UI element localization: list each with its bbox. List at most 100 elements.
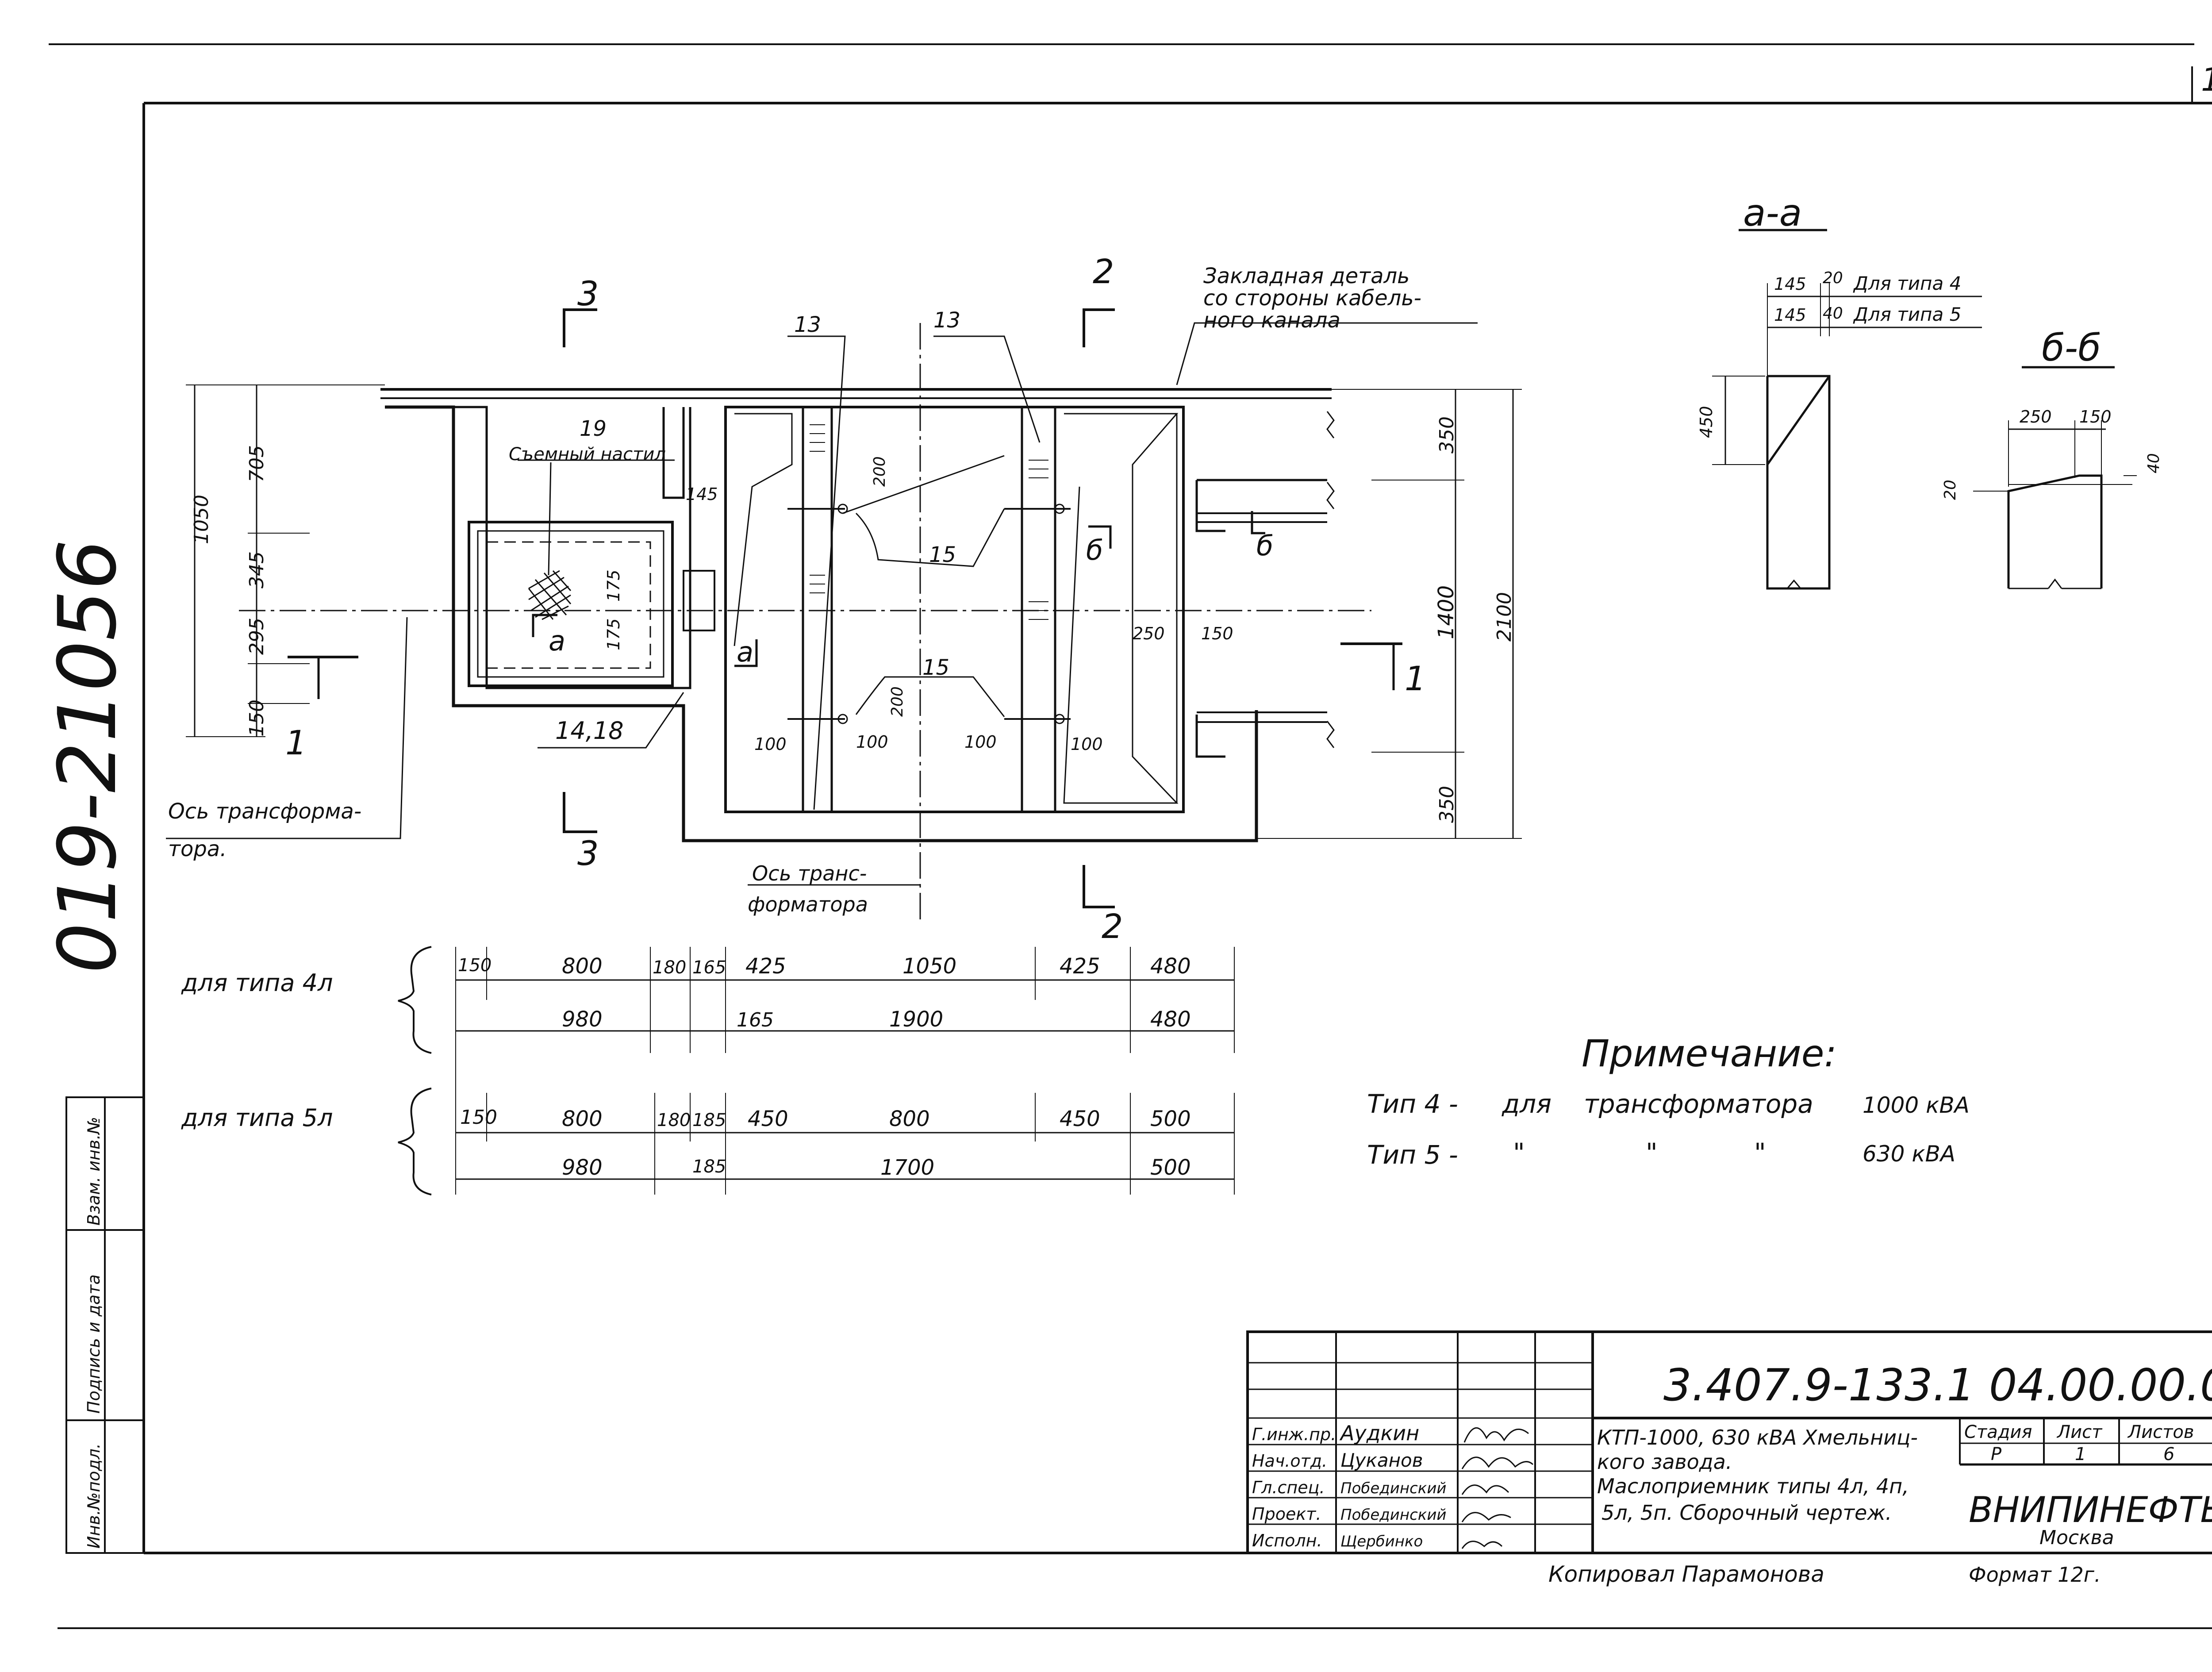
note-row1-type: Тип 4 - xyxy=(1367,1089,1458,1119)
note-row2-power: 630 кВА xyxy=(1863,1141,1955,1167)
role-1: Нач.отд. xyxy=(1252,1451,1327,1471)
copied-by: Копировал Парамонова xyxy=(1548,1561,1824,1587)
callout-axis-center-2: форматора xyxy=(748,892,868,916)
name-3: Побединский xyxy=(1340,1506,1447,1524)
dim-t4-r1-5: 1050 xyxy=(902,954,956,979)
role-3: Проект. xyxy=(1252,1504,1321,1524)
dim-t4-r1-3: 165 xyxy=(692,957,726,978)
role-2: Гл.спец. xyxy=(1252,1478,1325,1497)
section-bb-150: 150 xyxy=(2079,407,2112,427)
page-number: 16 xyxy=(2201,61,2212,98)
org-city: Москва xyxy=(2039,1526,2114,1549)
callout-axis-center-1: Ось транс- xyxy=(752,861,867,885)
dim-t5-r1-6: 450 xyxy=(1060,1107,1100,1131)
callout-axis-left-2: тора. xyxy=(168,837,227,861)
dim-left-345: 345 xyxy=(246,551,268,588)
mark-s2-bottom: 2 xyxy=(1102,907,1123,946)
dim-inner-100c: 100 xyxy=(964,732,997,752)
callout-axis-left-1: Ось трансформа- xyxy=(168,799,361,824)
stage-label: Стадия xyxy=(1964,1422,2032,1442)
dim-inner-175b: 175 xyxy=(604,618,623,650)
dim-left-150: 150 xyxy=(246,700,268,737)
dim-inner-100a: 100 xyxy=(754,734,787,754)
dim-t5-r1-5: 800 xyxy=(889,1107,930,1131)
dim-t5-r1-1: 800 xyxy=(562,1107,603,1131)
sheet-value: 1 xyxy=(2075,1444,2086,1464)
format-label: Формат 12г. xyxy=(1969,1563,2101,1587)
dim-t4-r2-3: 480 xyxy=(1150,1007,1191,1032)
role-0: Г.инж.пр. xyxy=(1252,1425,1336,1444)
sheets-label: Листов xyxy=(2127,1422,2194,1442)
section-aa-geometry xyxy=(1712,229,1982,590)
note-row2-type: Тип 5 - xyxy=(1367,1140,1458,1170)
mark-a-left: а xyxy=(549,625,565,657)
dim-inner-150: 150 xyxy=(1201,624,1233,643)
dim-inner-200a: 200 xyxy=(871,456,889,487)
strip-replacement-label: Взам. инв.№ xyxy=(84,1117,104,1226)
archive-number: 019-21056 xyxy=(42,539,134,973)
dim-right-350-top: 350 xyxy=(1436,416,1458,454)
section-aa-label-t5: Для типа 5 xyxy=(1853,304,1961,325)
dim-t5-r1-2: 180 xyxy=(657,1110,691,1130)
dim-t4-r1-7: 480 xyxy=(1150,954,1191,979)
plan-geometry xyxy=(166,322,1522,920)
dim-t4-r1-4: 425 xyxy=(745,954,786,979)
dim-right-2100: 2100 xyxy=(1493,592,1516,642)
dim-inner-175a: 175 xyxy=(604,569,623,602)
section-bb-250: 250 xyxy=(2020,407,2052,427)
position-13a: 13 xyxy=(794,312,821,337)
position-15b: 15 xyxy=(922,655,949,680)
position-14-18: 14,18 xyxy=(555,717,624,745)
left-strip xyxy=(65,1096,145,1554)
dim-t4-r1-6: 425 xyxy=(1060,954,1100,979)
dim-t5-r1-0: 150 xyxy=(460,1106,497,1129)
section-bb-title: б-б xyxy=(2042,326,2101,369)
callout-embedded-detail-3: ного канала xyxy=(1203,308,1340,333)
dim-t4-r1-1: 800 xyxy=(562,954,603,979)
org-name: ВНИПИНЕФТЬ xyxy=(1969,1489,2212,1530)
note-row1-what: трансформатора xyxy=(1584,1089,1813,1119)
note-row1-power: 1000 кВА xyxy=(1863,1092,1970,1118)
mark-s1-left: 1 xyxy=(285,723,307,762)
note-row2-q2: " xyxy=(1646,1138,1658,1168)
dim-inner-200b: 200 xyxy=(888,686,906,717)
mark-s3-top: 3 xyxy=(577,274,599,313)
mark-b-1: б xyxy=(1086,534,1103,566)
section-aa-title: а-а xyxy=(1743,191,1802,234)
dim-t4-r2-1: 165 xyxy=(737,1009,774,1031)
role-4: Исполн. xyxy=(1252,1531,1322,1550)
mark-s1-right: 1 xyxy=(1405,659,1426,698)
note-title: Примечание: xyxy=(1582,1032,1837,1075)
callout-embedded-detail-1: Закладная деталь xyxy=(1203,264,1409,288)
section-aa-145-t4: 145 xyxy=(1774,274,1806,294)
note-row2-q3: " xyxy=(1754,1138,1766,1168)
name-0: Аудкин xyxy=(1339,1421,1419,1445)
note-row2-q1: " xyxy=(1513,1138,1525,1168)
name-1: Цуканов xyxy=(1340,1449,1423,1471)
dim-left-1050: 1050 xyxy=(190,495,213,544)
dim-table-type4-label: для типа 4л xyxy=(181,969,333,997)
dim-t4-r1-0: 150 xyxy=(458,955,492,976)
sheets-value: 6 xyxy=(2163,1444,2174,1464)
description-line4: 5л, 5п. Сборочный чертеж. xyxy=(1601,1501,1892,1525)
dim-t4-r2-2: 1900 xyxy=(889,1007,943,1032)
dim-t5-r2-2: 1700 xyxy=(880,1155,934,1180)
dim-inner-100d: 100 xyxy=(1071,734,1103,754)
description-line2: кого завода. xyxy=(1597,1450,1732,1474)
section-aa-label-t4: Для типа 4 xyxy=(1853,273,1961,294)
dim-t4-r2-0: 980 xyxy=(562,1007,603,1032)
dim-t5-r1-4: 450 xyxy=(748,1107,788,1131)
name-4: Щербинко xyxy=(1340,1533,1423,1550)
callout-embedded-detail-2: со стороны кабель- xyxy=(1203,286,1421,311)
section-bb-geometry xyxy=(1973,366,2137,589)
dim-right-1400: 1400 xyxy=(1434,585,1459,639)
dim-t4-r1-2: 180 xyxy=(653,957,686,978)
sheet-label: Лист xyxy=(2056,1422,2103,1442)
dim-table-geometry xyxy=(398,946,1235,1195)
stage-value: Р xyxy=(1991,1444,2002,1464)
dim-t5-r1-7: 500 xyxy=(1150,1107,1191,1131)
dim-left-705: 705 xyxy=(246,445,268,482)
dim-left-295: 295 xyxy=(246,618,268,655)
dim-right-350-bottom: 350 xyxy=(1436,786,1458,823)
mark-b-2: б xyxy=(1256,530,1273,562)
